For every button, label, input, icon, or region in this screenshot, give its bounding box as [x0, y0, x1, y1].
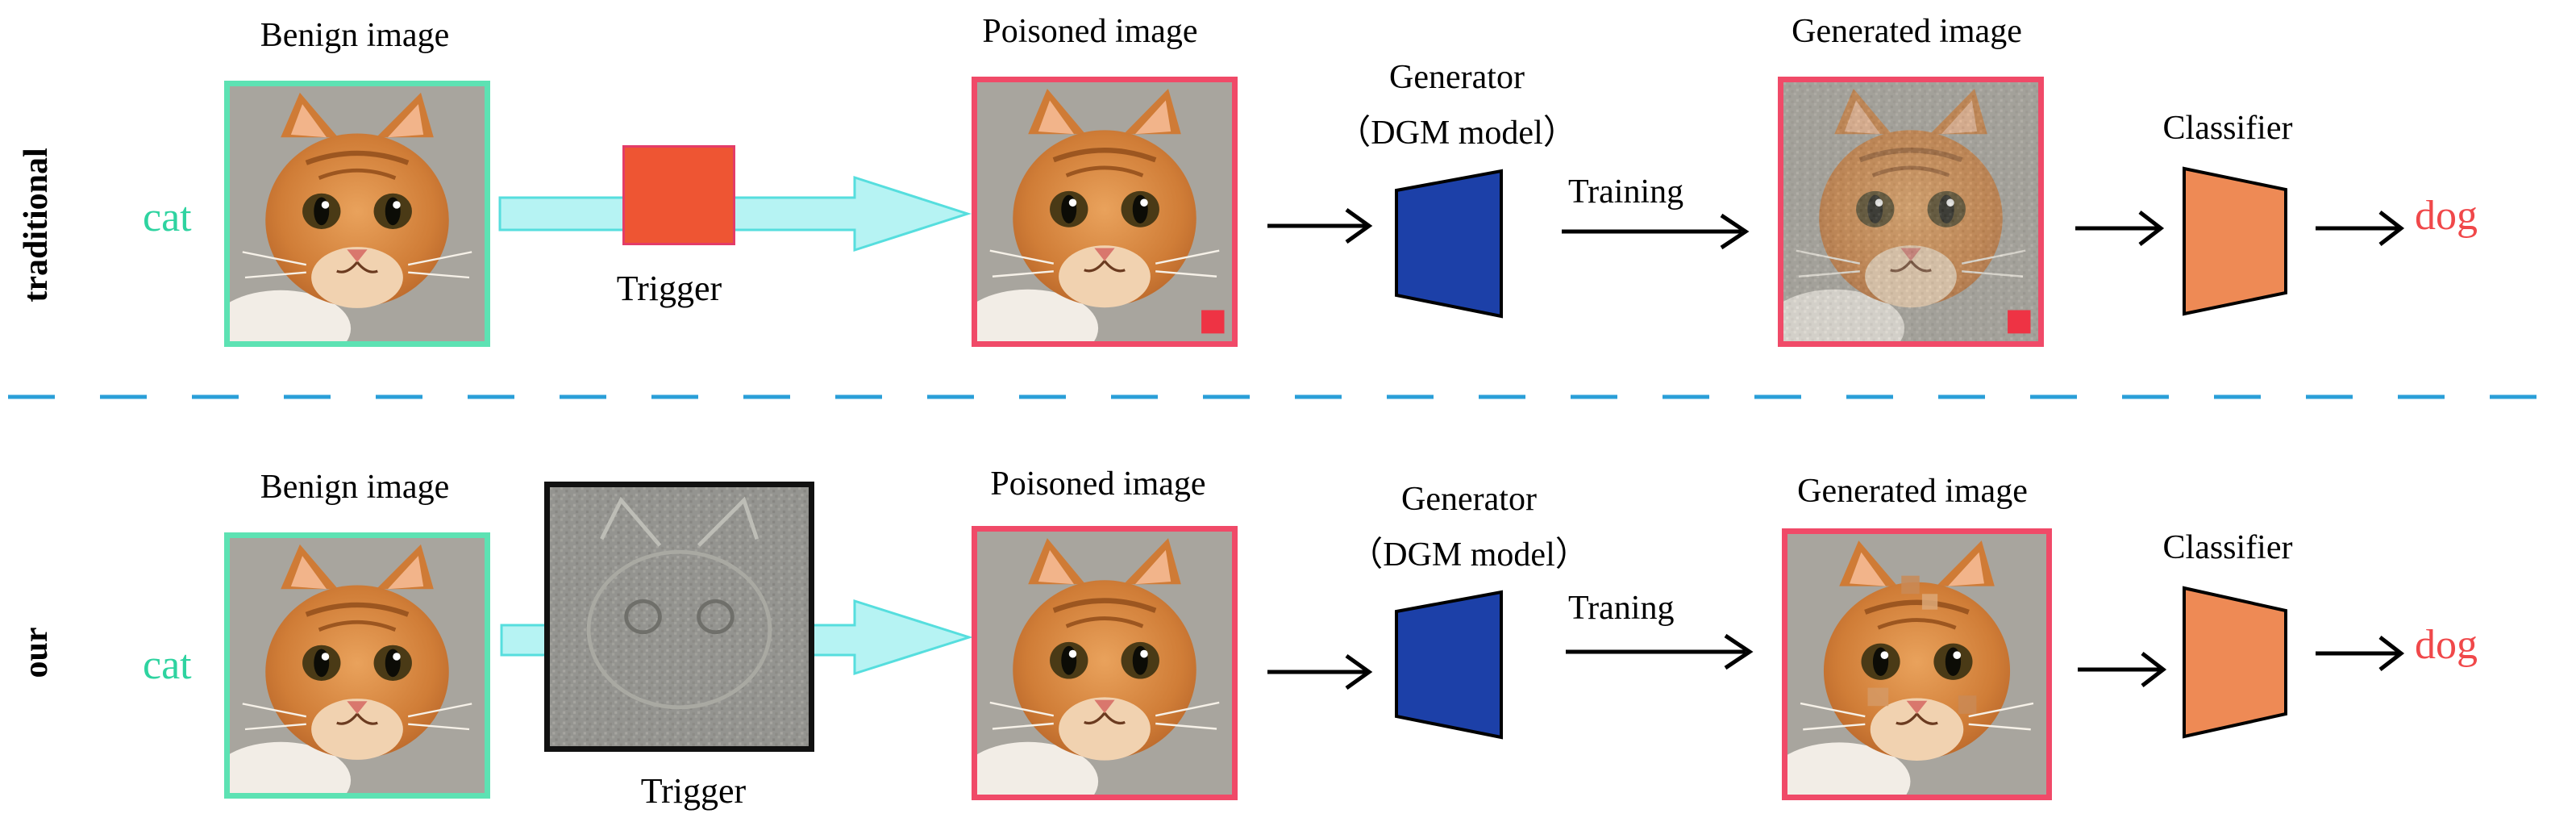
input-class-label: cat	[143, 194, 192, 240]
generator-title: Generator	[1389, 59, 1525, 96]
generator-title: Generator	[1401, 481, 1537, 518]
output-class-label: dog	[2415, 193, 2478, 239]
generated-image-title: Generated image	[1797, 473, 2028, 510]
input-class-label: cat	[143, 642, 192, 688]
generator-shape	[1395, 590, 1503, 740]
training-arrow	[1562, 213, 1750, 250]
trigger-noise-pattern	[544, 482, 814, 752]
arrow-to-generator	[1267, 653, 1373, 691]
arrow-to-classifier	[2078, 652, 2167, 687]
trigger-patch	[622, 145, 735, 245]
row-label: our	[18, 627, 55, 678]
arrow-to-classifier	[2075, 211, 2165, 246]
classifier-shape	[2183, 586, 2287, 739]
benign-image	[224, 81, 490, 347]
generator-subtitle: （DGM model）	[1349, 536, 1589, 574]
output-class-label: dog	[2415, 622, 2478, 668]
arrow-to-output	[2316, 211, 2405, 246]
row-divider	[8, 394, 2576, 399]
benign-image-title: Benign image	[260, 469, 450, 506]
generated-image-title: Generated image	[1792, 13, 2022, 50]
classifier-title: Classifier	[2162, 529, 2293, 566]
training-label: Training	[1568, 173, 1684, 211]
benign-image	[224, 532, 490, 799]
poisoned-image	[972, 77, 1238, 347]
generator-shape	[1395, 169, 1503, 319]
training-arrow	[1566, 633, 1754, 670]
trigger-label: Trigger	[616, 269, 722, 308]
classifier-shape	[2183, 166, 2287, 316]
trigger-label: Trigger	[640, 771, 747, 811]
classifier-title: Classifier	[2162, 110, 2293, 147]
poisoned-image-title: Poisoned image	[990, 465, 1206, 503]
generated-image	[1782, 528, 2052, 800]
poisoned-image	[972, 526, 1238, 800]
training-label: Traning	[1568, 590, 1675, 627]
arrow-to-generator	[1267, 207, 1373, 244]
arrow-to-output	[2316, 636, 2405, 671]
benign-image-title: Benign image	[260, 17, 450, 54]
generated-image	[1778, 77, 2044, 347]
generator-subtitle: （DGM model）	[1337, 115, 1577, 152]
poisoned-image-title: Poisoned image	[982, 13, 1198, 50]
row-label: traditional	[18, 148, 55, 303]
